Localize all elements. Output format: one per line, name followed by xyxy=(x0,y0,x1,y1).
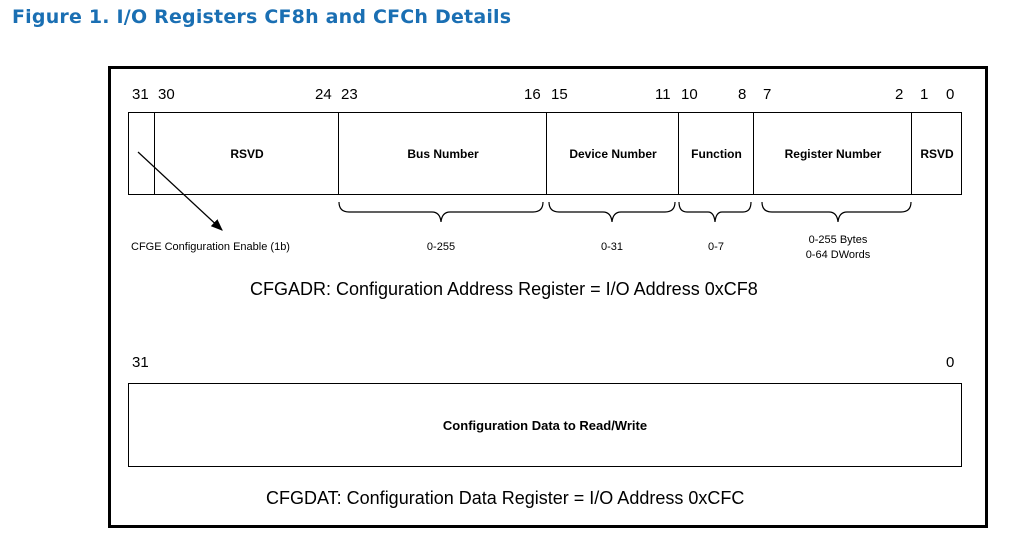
register-range-line1: 0-255 Bytes xyxy=(808,234,868,246)
cfgdat-register: Configuration Data to Read/Write xyxy=(128,383,962,467)
cfgdat-bit-31-label: 31 xyxy=(132,354,149,371)
register-diagram-frame xyxy=(108,66,988,528)
bit-8-label: 8 xyxy=(738,86,747,103)
bus-number-brace xyxy=(338,201,544,223)
cfgadr-register: RSVD Bus Number Device Number Function R… xyxy=(128,112,962,195)
figure-title: Figure 1. I/O Registers CF8h and CFCh De… xyxy=(12,6,512,28)
bit-31-label: 31 xyxy=(132,86,149,103)
register-range-line2: 0-64 DWords xyxy=(805,249,871,261)
device-number-brace xyxy=(548,201,676,223)
bus-range-label: 0-255 xyxy=(426,241,456,253)
bit-10-label: 10 xyxy=(681,86,698,103)
bit-2-label: 2 xyxy=(895,86,904,103)
bit-30-label: 30 xyxy=(158,86,175,103)
field-rsvd-high: RSVD xyxy=(154,113,339,194)
bit-15-label: 15 xyxy=(551,86,568,103)
cfgadr-caption: CFGADR: Configuration Address Register =… xyxy=(250,279,758,299)
register-number-brace xyxy=(761,201,912,223)
field-device-number: Device Number xyxy=(546,113,679,194)
field-register-number: Register Number xyxy=(753,113,912,194)
cfgdat-caption: CFGDAT: Configuration Data Register = I/… xyxy=(266,488,745,508)
bit-1-label: 1 xyxy=(920,86,929,103)
bit-24-label: 24 xyxy=(315,86,332,103)
bit-23-label: 23 xyxy=(341,86,358,103)
field-function: Function xyxy=(678,113,754,194)
bit-16-label: 16 xyxy=(524,86,541,103)
bit-7-label: 7 xyxy=(763,86,772,103)
device-range-label: 0-31 xyxy=(600,241,624,253)
cfgdat-bit-0-label: 0 xyxy=(946,354,955,371)
cfge-label: CFGE Configuration Enable (1b) xyxy=(131,241,290,253)
cfge-arrow xyxy=(137,151,223,231)
field-rsvd-low: RSVD xyxy=(911,113,962,194)
field-bus-number: Bus Number xyxy=(338,113,547,194)
bit-0-label: 0 xyxy=(946,86,955,103)
bit-11-label: 11 xyxy=(655,86,671,103)
function-range-label: 0-7 xyxy=(708,241,724,253)
function-brace xyxy=(678,201,752,223)
